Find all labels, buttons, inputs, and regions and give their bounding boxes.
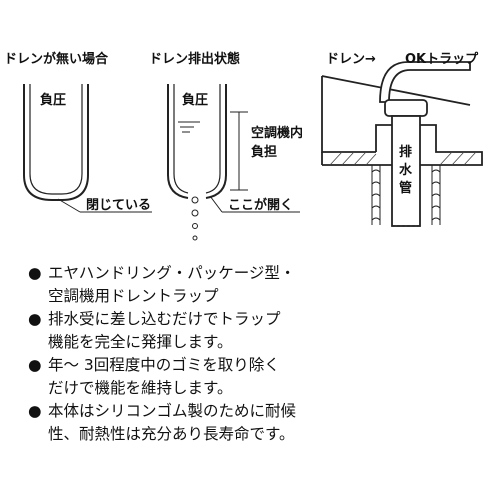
left-closed-label: 閉じている [86,198,152,213]
middle-title: ドレン排出状態 [149,52,241,67]
pipe-label-char1: 排 [399,145,413,160]
feature-list: ● エヤハンドリング・パッケージ型・ 空調機用ドレントラップ ● 排水受に差し込… [28,262,488,446]
feature-line: 年～ 3回程度中のゴミを取り除く [48,356,280,374]
feature-item: ● 本体はシリコンゴム製のために耐候 性、耐熱性は充分あり長寿命です。 [28,400,488,446]
feature-line: エヤハンドリング・パッケージ型・ [48,264,296,282]
ok-trap-label: OKトラップ [405,52,479,67]
feature-line: 排水受に差し込むだけでトラップ [48,310,281,328]
pan-hatch [329,151,477,166]
pipe-label-char2: 水 [399,163,413,178]
left-closed-leader [57,198,81,213]
feature-line: 空調機用ドレントラップ [48,287,219,305]
opens-label: ここが開く [228,198,294,213]
load-label-line1: 空調機内 [251,126,304,141]
left-pressure-label: 負圧 [40,93,67,108]
drain-pan [321,75,483,166]
drain-drops [191,196,199,241]
pipe-label-char3: 管 [399,181,413,196]
feature-line: だけで機能を維持します。 [48,379,233,397]
bullet-icon: ● [28,310,42,328]
feature-line: 機能を完全に発揮します。 [48,333,233,351]
bullet-icon: ● [28,264,42,282]
water-level-marks [178,121,200,133]
left-title: ドレンが無い場合 [4,52,109,67]
bullet-icon: ● [28,402,42,420]
drain-arrow-label: ドレン→ [326,52,376,67]
load-bracket [230,111,248,191]
load-label-line2: 負担 [251,145,278,160]
ok-trap-body [379,61,471,227]
middle-u-tube [167,84,227,199]
rib-marks [371,165,441,225]
bullet-icon: ● [28,356,42,374]
feature-line: 性、耐熱性は充分あり長寿命です。 [48,425,295,443]
feature-item: ● 年～ 3回程度中のゴミを取り除く だけで機能を維持します。 [28,354,488,400]
trap-diagram [23,61,483,241]
feature-line: 本体はシリコンゴム製のために耐候 [48,402,297,420]
left-u-tube [23,84,89,201]
opens-leader [209,195,223,213]
feature-item: ● エヤハンドリング・パッケージ型・ 空調機用ドレントラップ [28,262,488,308]
feature-item: ● 排水受に差し込むだけでトラップ 機能を完全に発揮します。 [28,308,488,354]
middle-pressure-label: 負圧 [182,93,209,108]
